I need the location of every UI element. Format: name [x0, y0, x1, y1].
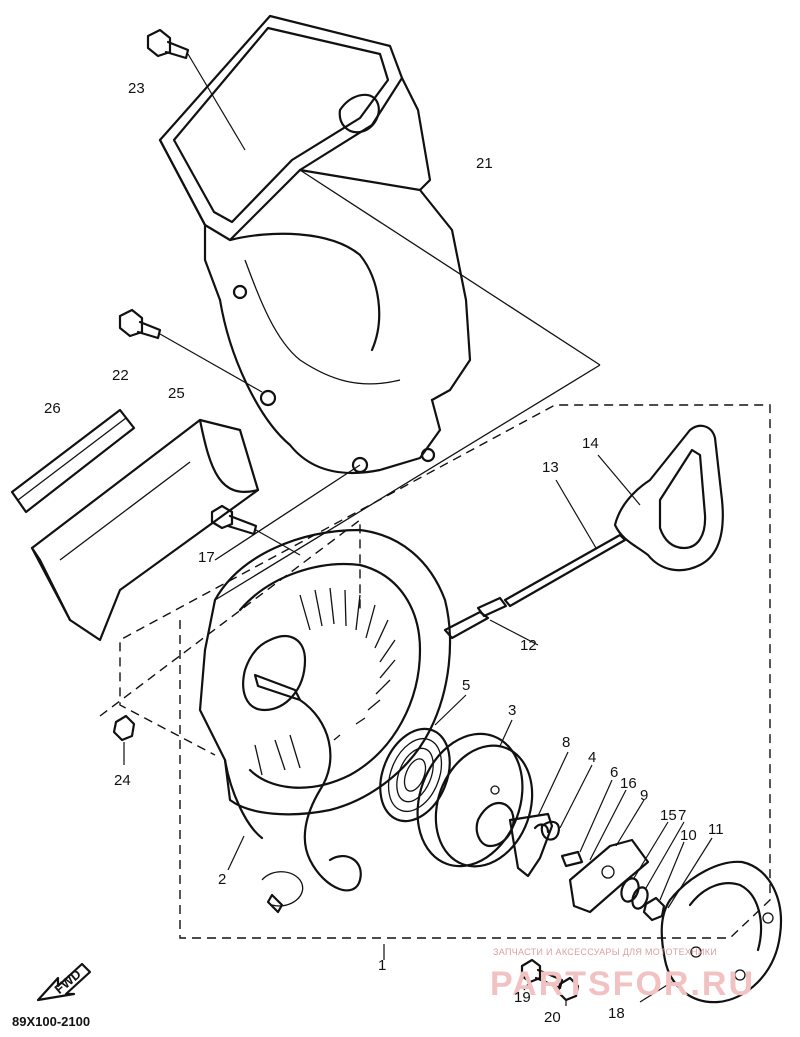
forward-arrow-icon: FWD	[36, 962, 92, 1002]
callout-7: 7	[678, 807, 686, 824]
svg-text:PARTSFOR.RU: PARTSFOR.RU	[490, 965, 755, 1003]
callout-1: 1	[378, 957, 386, 974]
spring-7	[631, 821, 685, 910]
callout-13: 13	[542, 459, 559, 476]
starter-case	[198, 528, 539, 914]
friction-plate	[568, 799, 650, 914]
callout-5: 5	[462, 677, 470, 694]
washer-16	[589, 789, 627, 861]
rubber-strip	[10, 408, 136, 514]
callout-24: 24	[114, 772, 131, 789]
callout-21: 21	[476, 155, 493, 172]
starter-handle	[597, 424, 724, 572]
washer-11	[667, 837, 713, 909]
bolt-17	[210, 504, 301, 556]
callout-11: 11	[708, 821, 724, 838]
subassembly-boundary	[99, 404, 771, 939]
callout-20: 20	[544, 1009, 561, 1026]
callout-3: 3	[508, 702, 516, 719]
callout-labels: 1 2 3 4 5 6 7 8 9 10 11 12 13 14 15 16 1…	[44, 80, 724, 1026]
fan-shroud	[158, 14, 472, 475]
bolt-23	[146, 28, 246, 151]
drawing-code: 89X100-2100	[12, 1014, 90, 1029]
watermark: ЗАПЧАСТИ И АКСЕССУАРЫ ДЛЯ МОТОТЕХНИКИ PA…	[490, 947, 755, 1003]
starter-cup	[639, 860, 783, 1004]
callout-22: 22	[112, 367, 129, 384]
recoil-spring	[379, 694, 467, 823]
cover-panel	[30, 418, 260, 642]
callout-14: 14	[582, 435, 599, 452]
callout-16: 16	[620, 775, 637, 792]
starter-rope	[503, 479, 627, 608]
callout-17: 17	[198, 549, 215, 566]
starter-pulley	[416, 719, 534, 868]
callout-6: 6	[610, 764, 618, 781]
bolt-6	[560, 779, 613, 868]
callout-4: 4	[588, 749, 596, 766]
callout-19: 19	[514, 989, 531, 1006]
callout-8: 8	[562, 734, 570, 751]
bolt-22	[118, 308, 263, 393]
callout-15: 15	[660, 807, 677, 824]
callout-10: 10	[680, 827, 697, 844]
washer-15	[620, 821, 669, 903]
pawl-spring	[540, 764, 593, 841]
nut-20	[556, 976, 580, 1006]
callout-26: 26	[44, 400, 61, 417]
svg-text:ЗАПЧАСТИ И АКСЕССУАРЫ ДЛЯ МОТО: ЗАПЧАСТИ И АКСЕССУАРЫ ДЛЯ МОТОТЕХНИКИ	[493, 947, 717, 957]
callout-12: 12	[520, 637, 537, 654]
callout-9: 9	[640, 787, 648, 804]
callout-18: 18	[608, 1005, 625, 1022]
callout-23: 23	[128, 80, 145, 97]
callout-2: 2	[218, 871, 226, 888]
nut-24	[112, 714, 136, 765]
nut-10	[642, 841, 685, 922]
callout-25: 25	[168, 385, 185, 402]
